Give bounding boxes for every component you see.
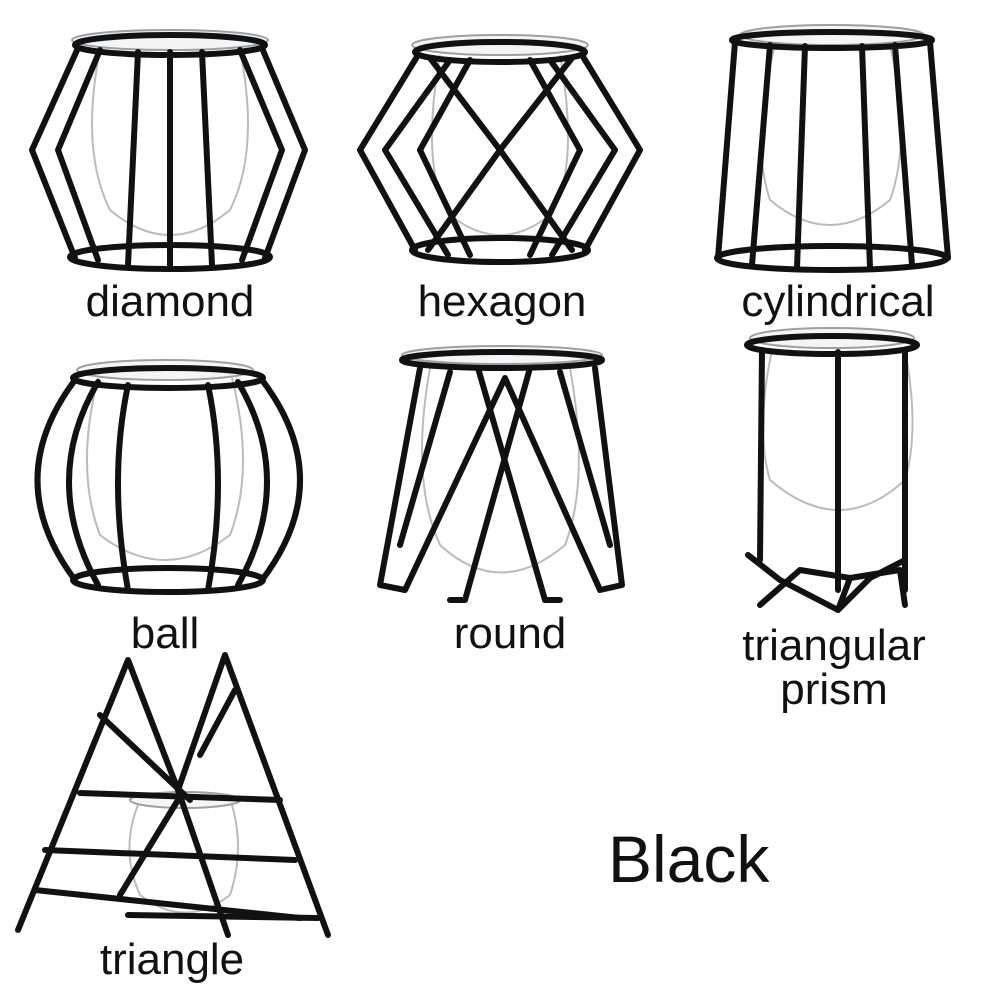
color-title: Black [608,822,770,896]
label-prism: prism [780,665,888,714]
cylindrical-stand [714,24,951,273]
label-ball: ball [130,609,200,658]
ball-stand [34,359,303,595]
diamond-stand [29,29,308,272]
round-stand [377,345,625,603]
label-hexagon: hexagon [417,277,587,326]
triangle-stand [15,652,331,938]
label-cylindrical: cylindrical [741,277,935,326]
label-triangle: triangle [99,935,245,984]
label-diamond: diamond [85,277,255,326]
label-round: round [453,609,567,658]
label-triangular: triangular [742,621,926,670]
hexagon-stand [357,34,643,265]
triangular-prism-stand [744,327,920,613]
